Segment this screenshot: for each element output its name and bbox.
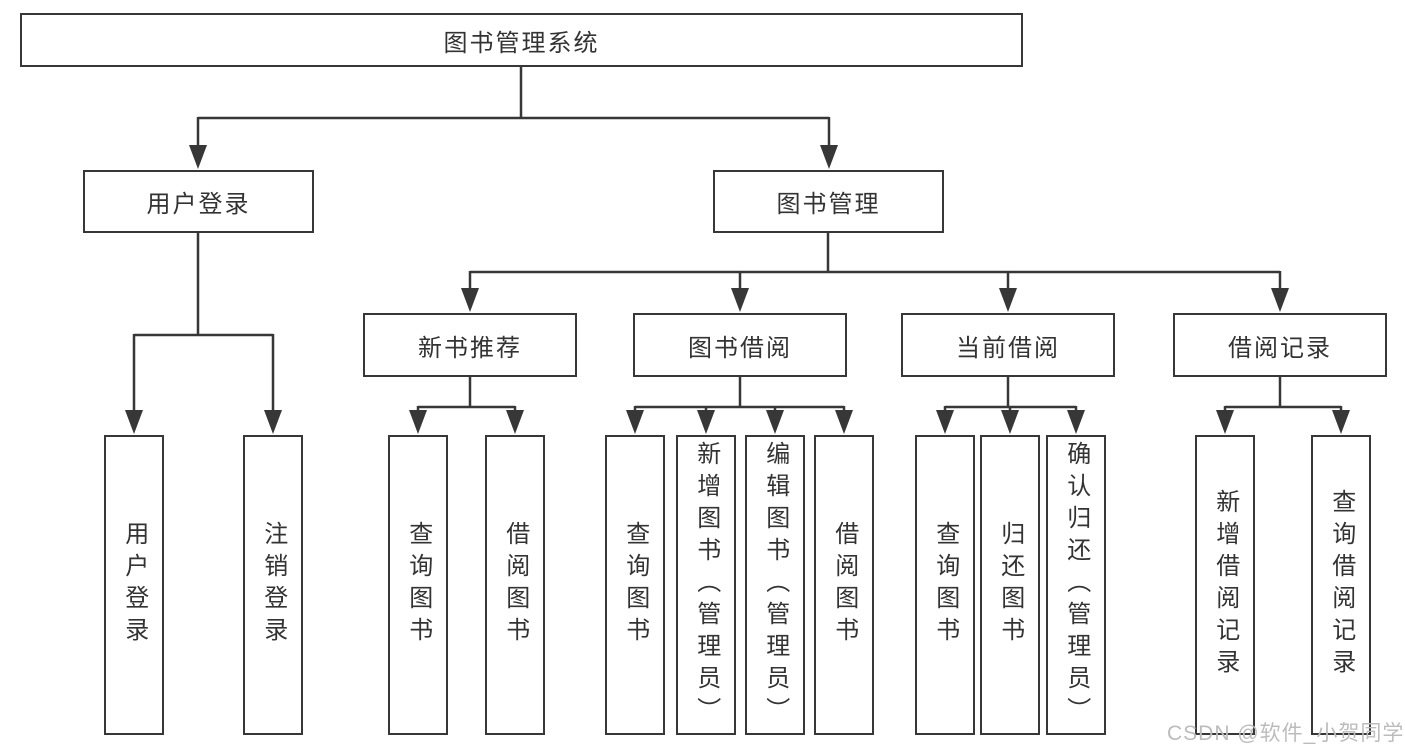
- node-book-management: 图书管理: [713, 170, 944, 233]
- node-label: 确认归还（管理员）: [1062, 441, 1090, 729]
- node-new-book-recommend: 新书推荐: [363, 313, 577, 377]
- connector-borrow-records-children: [1216, 376, 1350, 434]
- node-user-login: 用户登录: [83, 170, 314, 233]
- node-label: 新增借阅记录: [1211, 489, 1239, 681]
- node-label: 借阅图书: [501, 521, 529, 649]
- leaf-borrow-books-recommend: 借阅图书: [485, 435, 545, 735]
- node-label: 编辑图书（管理员）: [761, 441, 789, 729]
- leaf-query-books-current: 查询图书: [915, 435, 975, 735]
- node-label: 图书管理系统: [443, 29, 600, 57]
- leaf-query-borrow-record: 查询借阅记录: [1311, 435, 1371, 735]
- node-borrow-records: 借阅记录: [1173, 313, 1387, 377]
- leaf-return-book: 归还图书: [980, 435, 1040, 735]
- leaf-borrow-books: 借阅图书: [814, 435, 874, 735]
- leaf-user-login: 用户登录: [104, 435, 164, 735]
- node-label: 归还图书: [996, 521, 1024, 649]
- leaf-query-books-recommend: 查询图书: [388, 435, 448, 735]
- connector-user-login-children: [125, 232, 282, 434]
- watermark: CSDN @软件_小贺同学: [1167, 722, 1405, 745]
- leaf-add-borrow-record: 新增借阅记录: [1195, 435, 1255, 735]
- node-book-borrow: 图书借阅: [633, 313, 847, 377]
- node-label: 图书管理: [776, 191, 881, 218]
- node-label: 新增图书（管理员）: [692, 441, 720, 729]
- node-label: 查询图书: [931, 521, 959, 649]
- leaf-logout: 注销登录: [243, 435, 303, 735]
- node-label: 查询图书: [621, 521, 649, 649]
- connector-book-management-children: [461, 232, 1289, 312]
- connector-current-borrow-children: [936, 376, 1085, 434]
- node-label: 注销登录: [259, 521, 287, 649]
- connector-book-borrow-children: [626, 376, 853, 434]
- node-label: 借阅记录: [1228, 334, 1332, 362]
- node-label: 新书推荐: [418, 334, 522, 362]
- node-library-management-system: 图书管理系统: [20, 13, 1023, 67]
- leaf-edit-book-admin: 编辑图书（管理员）: [745, 435, 805, 735]
- node-label: 图书借阅: [688, 334, 792, 362]
- leaf-confirm-return-admin: 确认归还（管理员）: [1046, 435, 1106, 735]
- node-label: 查询借阅记录: [1327, 489, 1355, 681]
- connector-root-to-level2: [189, 66, 838, 169]
- node-current-borrow: 当前借阅: [901, 313, 1115, 377]
- connector-new-book-children: [409, 376, 524, 434]
- node-label: 借阅图书: [830, 521, 858, 649]
- node-label: 用户登录: [146, 191, 251, 218]
- node-label: 用户登录: [120, 521, 148, 649]
- node-label: 查询图书: [404, 521, 432, 649]
- leaf-add-book-admin: 新增图书（管理员）: [676, 435, 736, 735]
- leaf-query-books-borrow: 查询图书: [605, 435, 665, 735]
- node-label: 当前借阅: [956, 334, 1060, 362]
